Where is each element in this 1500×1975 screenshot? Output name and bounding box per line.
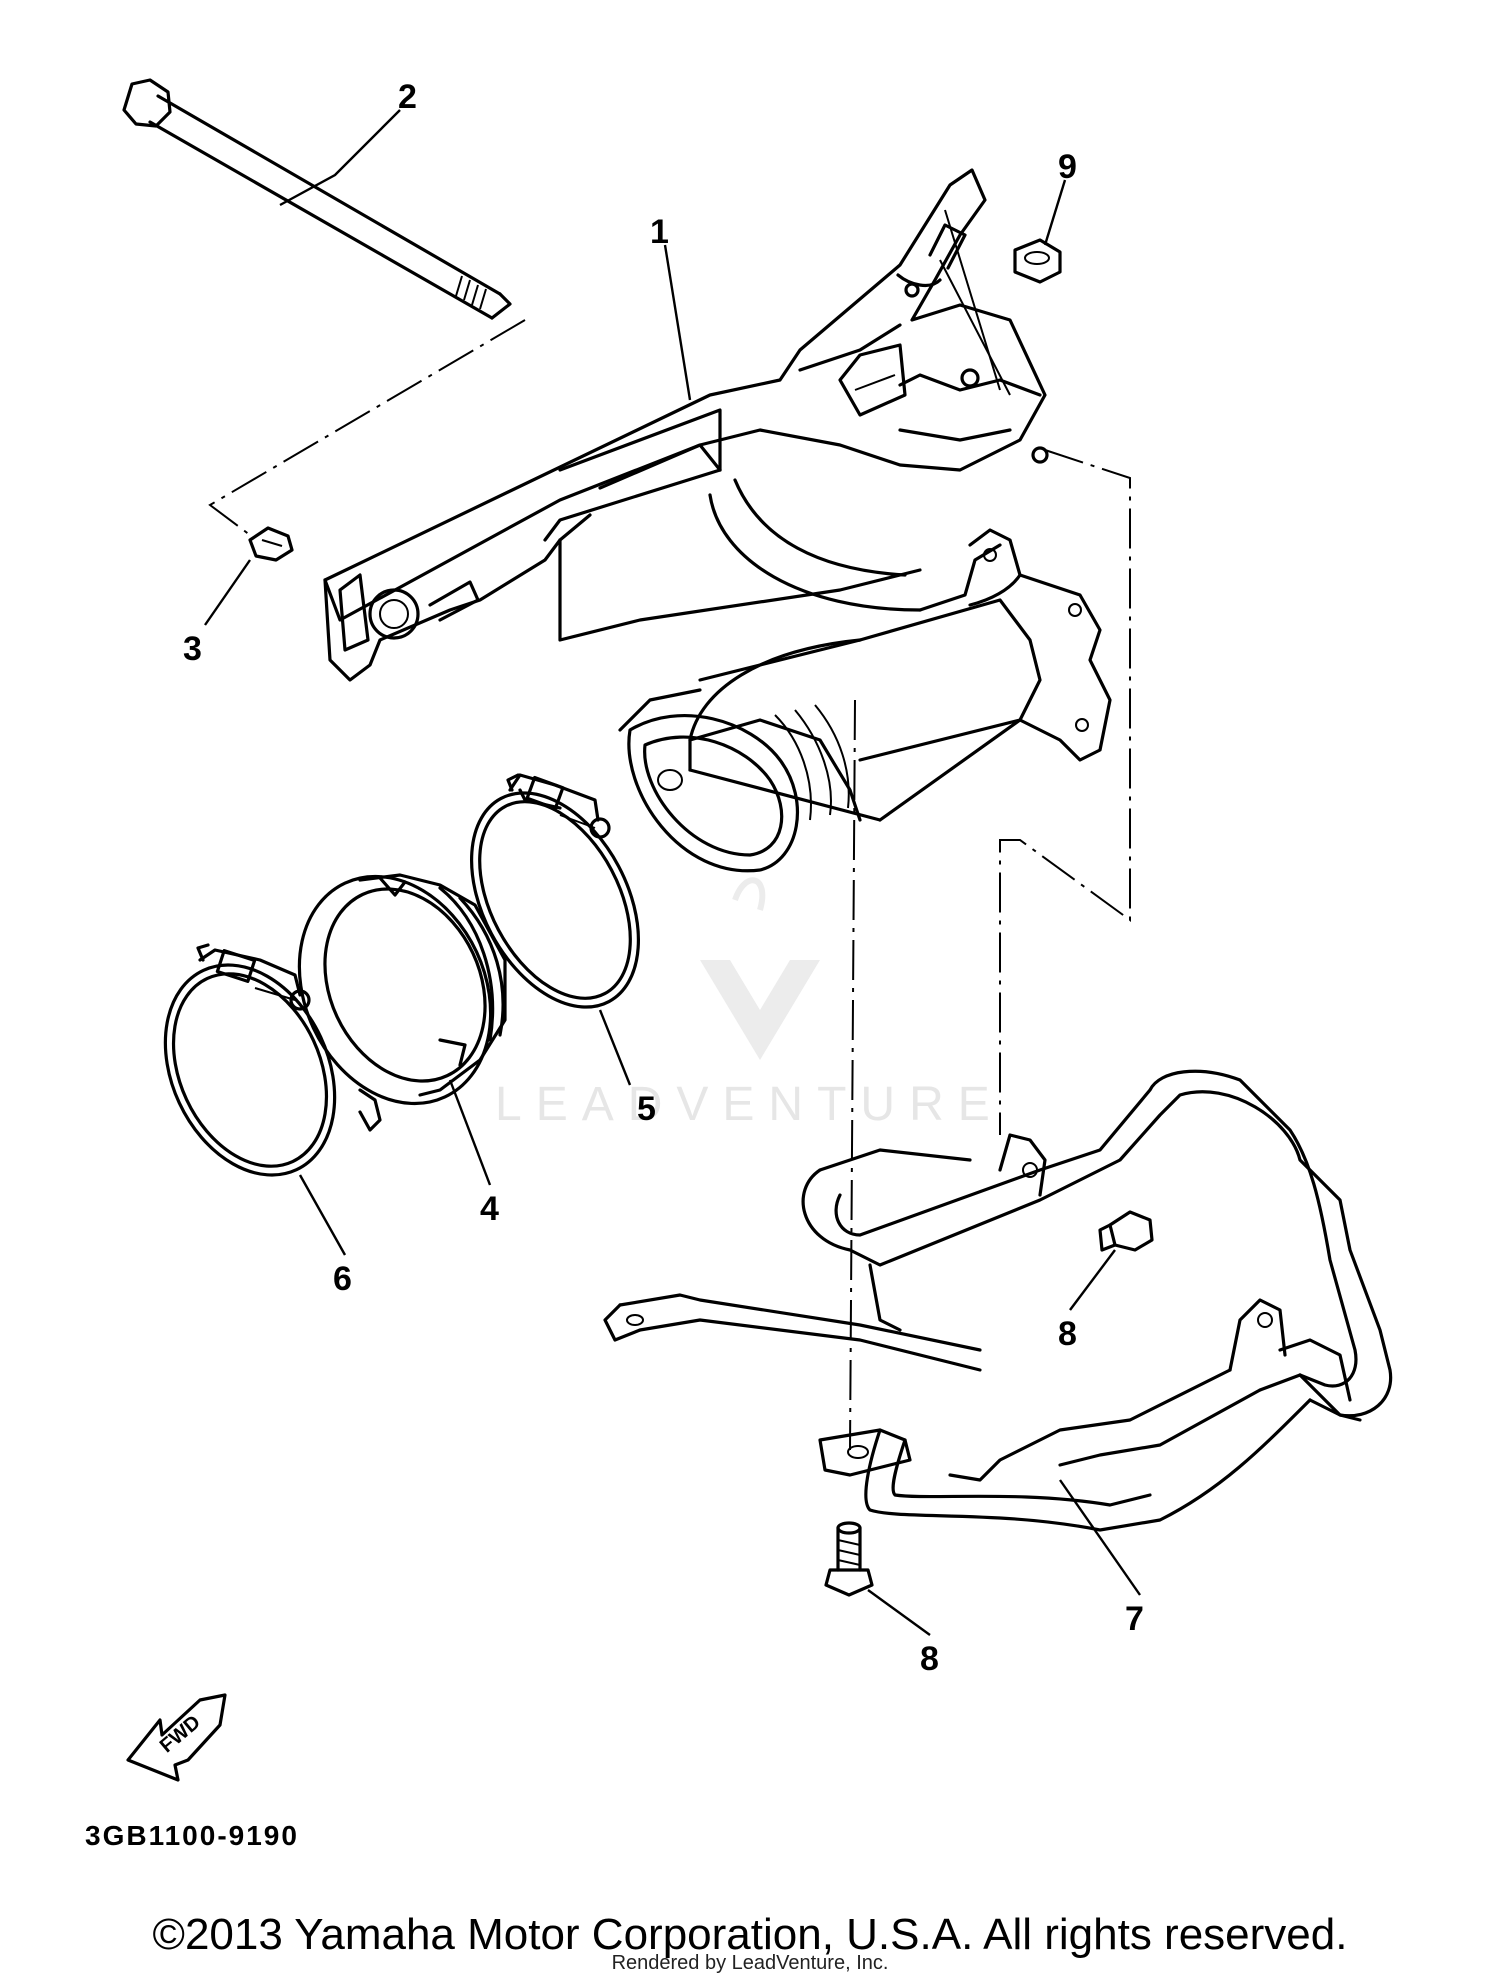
bolt-8-lower <box>824 1521 874 1597</box>
callout-8-upper: 8 <box>1058 1315 1077 1353</box>
pivot-shaft-bolt <box>122 78 512 320</box>
rear-arm <box>323 168 1049 682</box>
final-drive-housing <box>618 528 1112 873</box>
bumper-guard <box>603 1069 1393 1532</box>
leader-lines <box>204 109 1141 1636</box>
copyright-notice: ©2013 Yamaha Motor Corporation, U.S.A. A… <box>152 1910 1348 1959</box>
boot <box>297 873 507 1132</box>
callout-9: 9 <box>1058 148 1077 186</box>
diagram-code: 3GB1100-9190 <box>85 1820 299 1851</box>
alignment-line-right <box>999 449 1131 1135</box>
nut <box>1013 238 1062 284</box>
washer-plate <box>248 526 294 562</box>
watermark: LEADVENTURE <box>495 877 1004 1131</box>
callout-6: 6 <box>333 1260 352 1298</box>
callout-labels: 2 1 9 3 5 4 6 8 7 8 <box>183 78 1144 1678</box>
alignment-line-shaft <box>208 319 526 536</box>
callout-7: 7 <box>1125 1600 1144 1638</box>
callout-3: 3 <box>183 630 202 668</box>
band-clamp-6 <box>163 943 337 1177</box>
callout-5: 5 <box>637 1090 656 1128</box>
watermark-text: LEADVENTURE <box>495 1078 1004 1131</box>
bolt-8-upper <box>1098 1210 1154 1252</box>
callout-1: 1 <box>650 213 669 251</box>
callout-2: 2 <box>398 78 417 116</box>
band-clamp-5 <box>469 773 641 1009</box>
callout-8-lower: 8 <box>920 1640 939 1678</box>
pivot-boss <box>368 588 420 640</box>
rendered-by-notice: Rendered by LeadVenture, Inc. <box>611 1952 889 1974</box>
callout-4: 4 <box>480 1190 499 1228</box>
fwd-arrow-icon: FWD <box>126 1693 227 1782</box>
